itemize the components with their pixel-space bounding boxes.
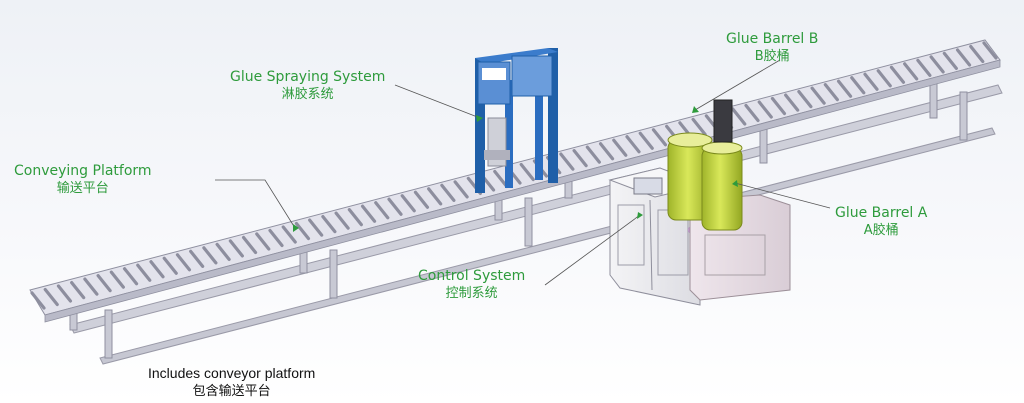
conveyor-roller [797, 90, 813, 109]
conveyor-roller [281, 225, 297, 244]
callout-leaders [215, 59, 831, 286]
conveyor-roller [136, 263, 152, 282]
label-glue-spraying-system: Glue Spraying System 淋胶系统 [230, 68, 385, 104]
conveyor-roller [215, 242, 231, 261]
label-glue-barrel-b-en: Glue Barrel B [726, 31, 819, 47]
conveyor-roller [228, 239, 244, 258]
label-glue-barrel-b: Glue Barrel B B胶桶 [726, 30, 818, 66]
glue-spraying-frame [475, 48, 558, 193]
conveyor-roller [823, 83, 839, 102]
conveyor-roller [863, 72, 879, 91]
conveyor-roller [334, 211, 350, 230]
conveyor-leg [329, 249, 338, 299]
conveyor-leg [104, 309, 113, 359]
conveyor-roller [189, 249, 205, 268]
conveyor-roller [255, 232, 271, 251]
caption-en: Includes conveyor platform [148, 365, 316, 381]
conveyor-roller [321, 215, 337, 234]
conveyor-roller [43, 287, 59, 307]
label-glue-spraying-zh: 淋胶系统 [281, 87, 334, 102]
conveyor-roller [585, 145, 601, 164]
label-conveying-platform-en: Conveying Platform [14, 163, 152, 179]
conveyor-roller [651, 128, 668, 147]
conveyor-roller [770, 96, 787, 116]
conveyor-roller [453, 180, 469, 199]
label-control-system-en: Control System [418, 268, 526, 284]
conveyor-roller [96, 274, 112, 293]
conveyor-roller [175, 253, 192, 272]
conveyor-roller [294, 221, 311, 241]
glue-barrel-a [701, 99, 743, 231]
conveyor-roller [413, 190, 430, 209]
caption: Includes conveyor platform 包含输送平台 [148, 364, 315, 400]
conveyor-roller [122, 267, 139, 286]
conveyor-roller [83, 277, 99, 296]
label-glue-barrel-a-zh: A胶桶 [863, 223, 899, 238]
conveyor-roller [836, 79, 853, 98]
conveyor-roller [347, 208, 363, 227]
label-conveying-platform-zh: 输送平台 [56, 181, 109, 196]
conveyor-leg [524, 197, 533, 247]
conveyor-roller [268, 228, 284, 248]
conveyor-roller [850, 76, 866, 95]
glue-barrel-b [667, 132, 713, 221]
conveyor-leg [959, 91, 968, 141]
label-control-system: Control System 控制系统 [418, 267, 525, 303]
conveyor-roller [109, 270, 125, 289]
conveyor-roller [625, 135, 641, 154]
conveyor-roller [149, 260, 165, 279]
conveyor-roller [493, 169, 509, 189]
conveyor-roller [70, 280, 86, 300]
conveyor-roller [559, 152, 575, 171]
label-glue-barrel-a: Glue Barrel A A胶桶 [835, 204, 927, 240]
conveyor-roller [744, 103, 760, 123]
conveyor-roller [982, 41, 998, 60]
label-glue-spraying-en: Glue Spraying System [230, 69, 386, 85]
conveyor-roller [308, 218, 324, 237]
conveyor-roller [519, 162, 535, 182]
conveyor-roller [56, 284, 73, 303]
conveyor-roller [612, 138, 628, 157]
conveyor-roller [572, 149, 588, 168]
callout-markers [293, 106, 738, 232]
conveyor-roller [757, 100, 773, 119]
conveyor-roller [876, 69, 892, 88]
caption-zh: 包含输送平台 [192, 383, 271, 398]
conveyor-roller [427, 187, 443, 206]
conveyor-roller [784, 93, 800, 112]
conveyor-roller [903, 62, 919, 81]
conveyor-roller [387, 197, 403, 216]
conveyor-roller [162, 256, 178, 275]
conveyor-roller [955, 48, 972, 67]
conveyor-roller [942, 51, 958, 71]
conveyor-roller [241, 235, 258, 255]
conveyor-roller [440, 183, 456, 202]
label-glue-barrel-b-zh: B胶桶 [754, 49, 790, 64]
conveyor-roller [929, 55, 945, 74]
conveyor-roller [889, 65, 906, 84]
conveyor-roller [400, 194, 416, 213]
conveyor-roller [30, 291, 46, 310]
conveyor-roller [202, 246, 218, 265]
label-glue-barrel-a-en: Glue Barrel A [835, 205, 928, 221]
conveyor-roller [916, 58, 932, 77]
conveyor-roller [374, 201, 390, 220]
conveyor-roller [638, 131, 654, 150]
conveyor-roller [810, 86, 826, 105]
conveyor-roller [598, 142, 615, 161]
conveyor-roller [360, 204, 377, 223]
conveyor-roller [691, 117, 707, 136]
label-control-system-zh: 控制系统 [445, 286, 498, 301]
conveyor-roller [969, 44, 985, 64]
conveyor-roller [731, 107, 747, 126]
label-conveying-platform: Conveying Platform 输送平台 [14, 162, 152, 198]
